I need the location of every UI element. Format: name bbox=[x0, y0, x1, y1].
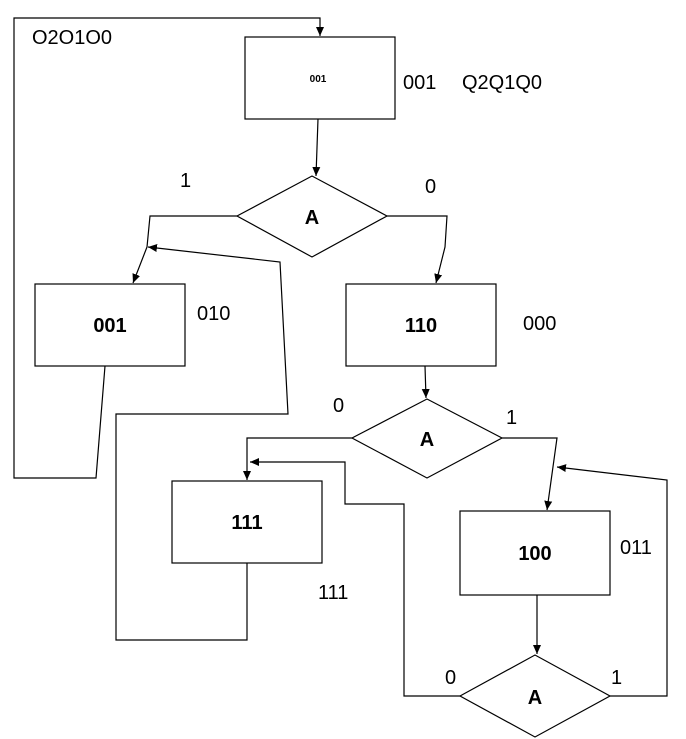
arrow-middle-to-decision-2 bbox=[421, 365, 430, 399]
arrow-bottom-left-loop-to-left bbox=[115, 244, 289, 641]
state-bottom-right-code: 011 bbox=[620, 537, 652, 559]
arrow-decision-2-false bbox=[243, 437, 352, 480]
state-top-output: 001 bbox=[310, 74, 327, 85]
output-header-label: O2O1O0 bbox=[32, 27, 112, 49]
state-bottom-left-code: 111 bbox=[318, 582, 348, 604]
state-left-output: 001 bbox=[93, 315, 126, 337]
decision-2-input: A bbox=[420, 429, 434, 451]
decision-1-input: A bbox=[305, 207, 319, 229]
arrow-top-to-decision-1 bbox=[312, 118, 321, 177]
state-middle-output: 110 bbox=[405, 315, 437, 337]
state-left-code: 010 bbox=[197, 303, 230, 325]
state-box-top bbox=[244, 36, 396, 120]
arrow-decision-1-false bbox=[387, 215, 448, 284]
state-bottom-right-output: 100 bbox=[518, 543, 551, 565]
state-box-bottom-right bbox=[459, 510, 611, 596]
decision-1-true-label: 1 bbox=[180, 170, 191, 192]
decision-1-false-label: 0 bbox=[425, 176, 436, 198]
arrow-decision-3-true bbox=[556, 464, 668, 697]
arrow-decision-3-false bbox=[250, 458, 460, 697]
state-box-middle bbox=[345, 283, 497, 367]
decision-3-true-label: 1 bbox=[611, 667, 622, 689]
decision-3-input: A bbox=[528, 687, 542, 709]
decision-2-false-label: 0 bbox=[333, 395, 344, 417]
state-box-left bbox=[34, 283, 186, 367]
state-box-bottom-left bbox=[171, 480, 323, 564]
arrow-left-loop-to-top bbox=[13, 17, 324, 479]
state-top-code: 001 bbox=[403, 72, 436, 94]
arrow-decision-2-true bbox=[502, 437, 558, 511]
arrow-decision-1-true bbox=[132, 215, 237, 284]
state-header-label: Q2Q1Q0 bbox=[462, 72, 542, 94]
state-middle-code: 000 bbox=[523, 313, 556, 335]
decision-3-false-label: 0 bbox=[445, 667, 456, 689]
state-bottom-left-output: 111 bbox=[231, 512, 262, 534]
decision-2-true-label: 1 bbox=[506, 407, 517, 429]
